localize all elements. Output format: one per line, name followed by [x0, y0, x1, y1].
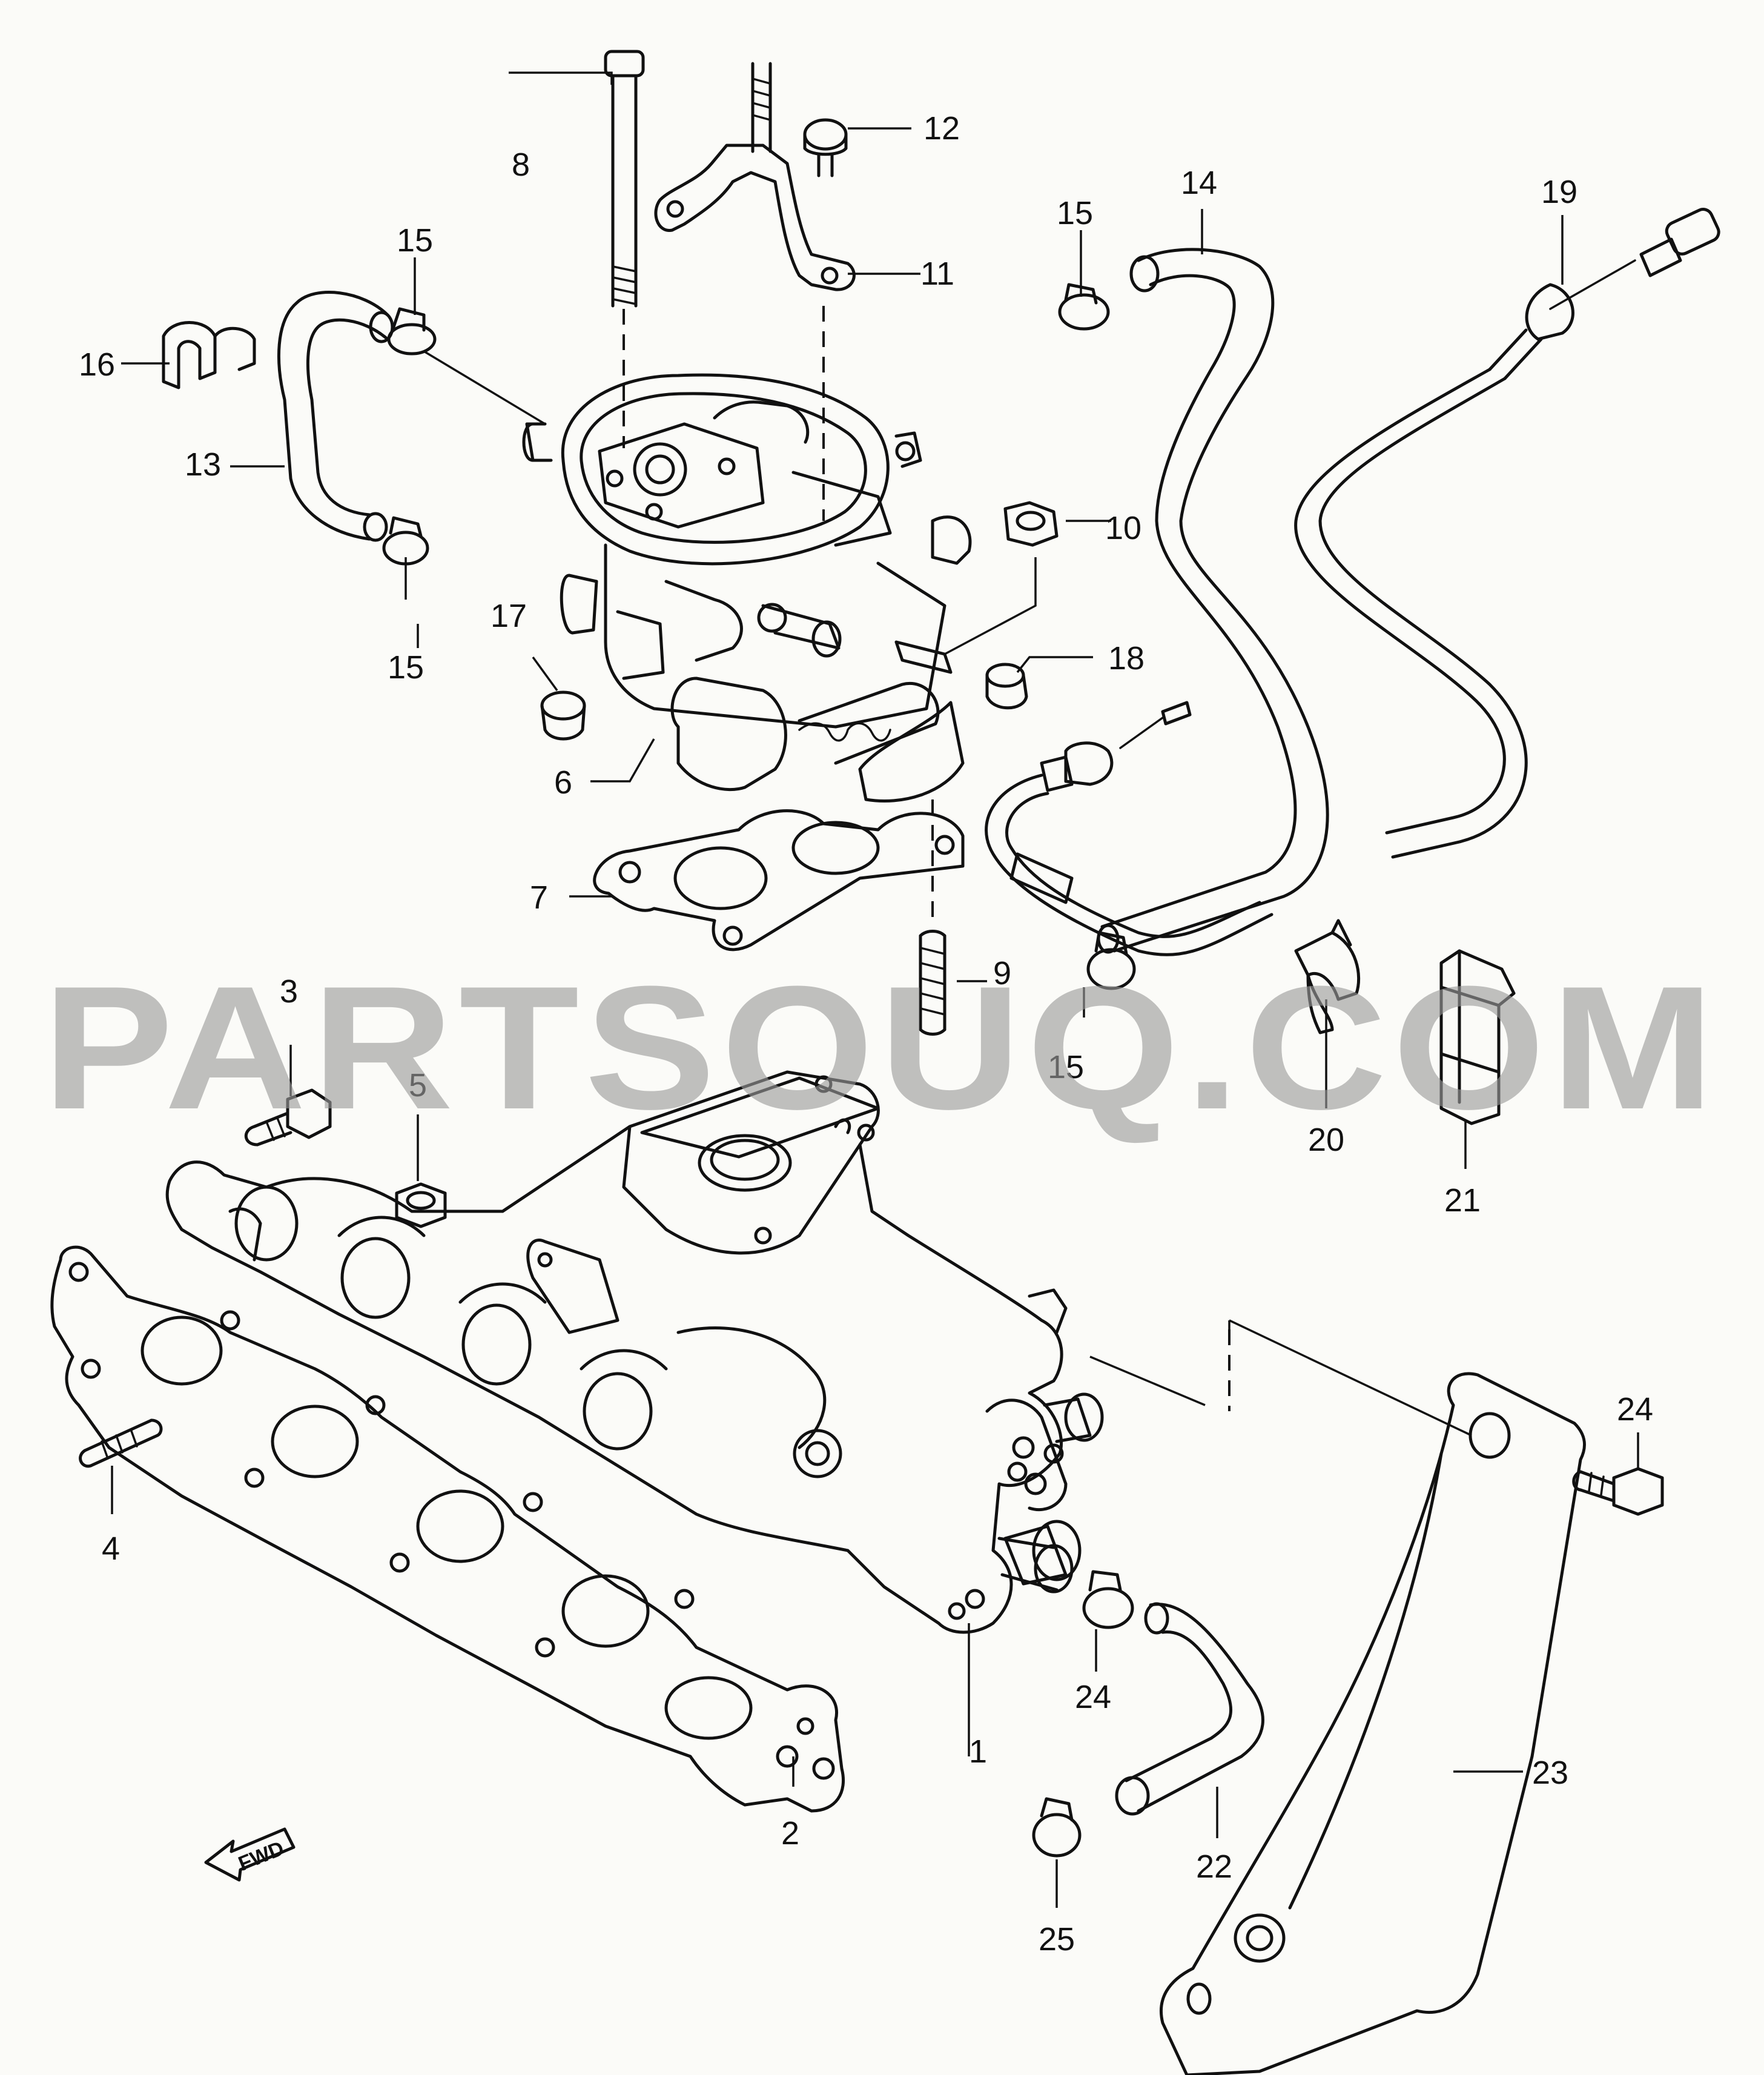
fwd-arrow: FWD [204, 1827, 296, 1882]
callouts: 1 2 3 4 5 6 7 8 9 10 11 12 13 14 15 15 1… [79, 110, 1653, 1958]
callout-25: 25 [1039, 1921, 1075, 1958]
throttle-cable[interactable] [985, 701, 1273, 956]
clip-16[interactable] [162, 321, 256, 389]
bolt-3[interactable] [244, 1088, 332, 1147]
callout-23: 23 [1532, 1755, 1568, 1791]
hose-clamp-15-left-lower[interactable] [382, 516, 429, 566]
callout-22: 22 [1196, 1848, 1232, 1885]
bracket-23-leaders [1089, 1319, 1472, 1437]
nut-5[interactable] [395, 1182, 447, 1228]
bracket-11[interactable] [654, 62, 856, 291]
callout-10: 10 [1105, 510, 1141, 546]
clip-20[interactable] [1294, 919, 1361, 1034]
callout-12: 12 [923, 110, 960, 147]
callout-24b: 24 [1075, 1679, 1111, 1715]
leader-lines [111, 71, 1639, 1908]
callout-5: 5 [409, 1067, 427, 1104]
callout-24a: 24 [1617, 1391, 1653, 1428]
bracket-23[interactable] [1159, 1372, 1587, 2075]
callout-2: 2 [781, 1815, 799, 1852]
callout-15d: 15 [1048, 1049, 1084, 1085]
intake-manifold-1[interactable] [165, 1070, 1104, 1634]
stud-4[interactable] [79, 1418, 163, 1468]
pipe-fitting [997, 1537, 1074, 1593]
hose-clamp-24[interactable] [1082, 1570, 1134, 1629]
callout-11: 11 [920, 256, 954, 292]
throttle-body-6[interactable] [522, 373, 972, 803]
hose-clamp-25[interactable] [1032, 1797, 1082, 1858]
bolt-24[interactable] [1572, 1467, 1664, 1516]
callout-4: 4 [102, 1531, 120, 1567]
stud-9[interactable] [919, 930, 946, 1036]
hose-22[interactable] [1115, 1602, 1264, 1816]
gasket-7[interactable] [593, 809, 965, 951]
callout-9: 9 [993, 955, 1011, 991]
holder-21[interactable] [1439, 949, 1516, 1125]
callout-15c: 15 [1057, 195, 1093, 231]
hose-13[interactable] [277, 291, 394, 542]
callout-20: 20 [1308, 1122, 1344, 1158]
callout-7: 7 [530, 879, 548, 916]
callout-15b: 15 [388, 649, 424, 686]
callout-8: 8 [512, 147, 530, 183]
bolt-8[interactable] [604, 50, 645, 308]
fwd-label: FWD [235, 1837, 287, 1876]
callout-16: 16 [79, 346, 115, 383]
cable-19[interactable] [1294, 207, 1722, 859]
hose-clamp-15-lower[interactable] [1086, 931, 1136, 990]
callout-21: 21 [1444, 1182, 1481, 1219]
plug-17[interactable] [540, 690, 586, 741]
nut-10[interactable] [1003, 501, 1059, 547]
hose-14[interactable] [1097, 248, 1329, 954]
gasket-2[interactable] [50, 1245, 845, 1813]
callout-17: 17 [491, 598, 527, 634]
callout-18: 18 [1108, 640, 1145, 677]
watermark: PARTSOUQ.COM [42, 950, 1720, 1146]
cap-18[interactable] [985, 663, 1028, 710]
callout-14: 14 [1181, 165, 1217, 201]
callout-13: 13 [185, 446, 221, 483]
callout-3: 3 [280, 973, 298, 1010]
callout-1: 1 [969, 1733, 987, 1770]
screw-12[interactable] [803, 118, 848, 177]
hose-clamp-15-right-top[interactable] [1058, 283, 1110, 331]
hose-clamp-15-top-left[interactable] [387, 307, 437, 356]
callout-6: 6 [554, 764, 572, 801]
callout-19: 19 [1541, 174, 1577, 210]
callout-15a: 15 [397, 222, 433, 259]
